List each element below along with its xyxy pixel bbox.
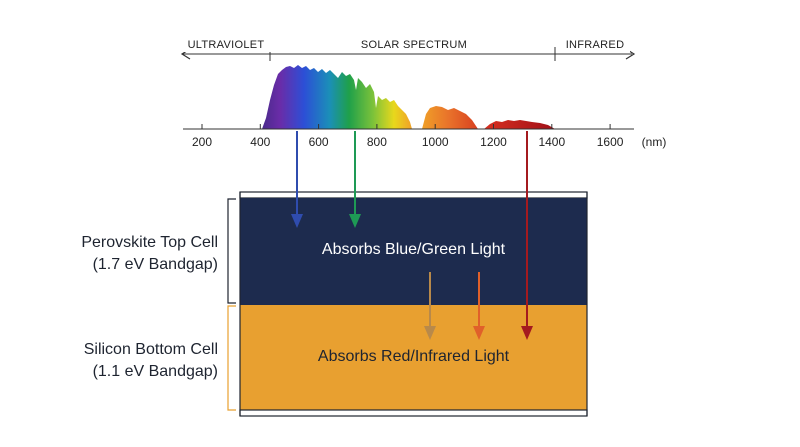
axis-tick-label: 1400 <box>538 135 565 149</box>
solar-spectrum-curve <box>262 65 555 129</box>
top-cell-bracket <box>227 198 236 304</box>
tan-arrowhead <box>424 326 436 340</box>
infrared-label: INFRARED <box>566 39 625 51</box>
bottom-cell-title: Silicon Bottom Cell <box>83 341 218 358</box>
silicon-bottom-cell <box>240 305 587 410</box>
axis-tick-label: 200 <box>192 135 212 149</box>
cell-stack <box>239 191 588 417</box>
top-cell-title: Perovskite Top Cell <box>81 234 218 251</box>
solar-spectrum-label: SOLAR SPECTRUM <box>361 39 467 51</box>
infrared-arrowhead <box>521 326 533 340</box>
top-cell-label: Perovskite Top Cell (1.7 eV Bandgap) <box>81 232 218 276</box>
bottom-cell-bracket <box>227 305 236 411</box>
red-arrowhead <box>473 326 485 340</box>
top-contact-layer <box>239 191 588 199</box>
band-annotation: ULTRAVIOLET SOLAR SPECTRUM INFRARED <box>180 36 636 61</box>
top-cell-subtitle: (1.7 eV Bandgap) <box>92 256 218 273</box>
ultraviolet-label: ULTRAVIOLET <box>188 39 265 51</box>
axis-tick-label: 1200 <box>480 135 507 149</box>
blue-arrowhead <box>291 214 303 228</box>
axis-tick-label: 600 <box>309 135 329 149</box>
green-arrowhead <box>349 214 361 228</box>
bottom-contact-layer <box>239 409 588 417</box>
axis-tick-label: 1000 <box>422 135 449 149</box>
top-cell-caption: Absorbs Blue/Green Light <box>321 241 506 258</box>
axis-tick-label: 400 <box>250 135 270 149</box>
absorption-arrows <box>291 131 533 340</box>
near-infrared-band <box>422 106 478 129</box>
bottom-cell-caption: Absorbs Red/Infrared Light <box>317 348 510 365</box>
axis-unit-label: (nm) <box>642 135 667 149</box>
wavelength-axis: 200 400 600 800 1000 1200 1400 1600 (nm) <box>183 124 666 149</box>
infrared-band <box>484 120 555 129</box>
bottom-cell-subtitle: (1.1 eV Bandgap) <box>92 363 218 380</box>
axis-tick-label: 800 <box>367 135 387 149</box>
axis-tick-label: 1600 <box>597 135 624 149</box>
visible-band <box>262 65 412 129</box>
bottom-cell-label: Silicon Bottom Cell (1.1 eV Bandgap) <box>84 339 218 383</box>
